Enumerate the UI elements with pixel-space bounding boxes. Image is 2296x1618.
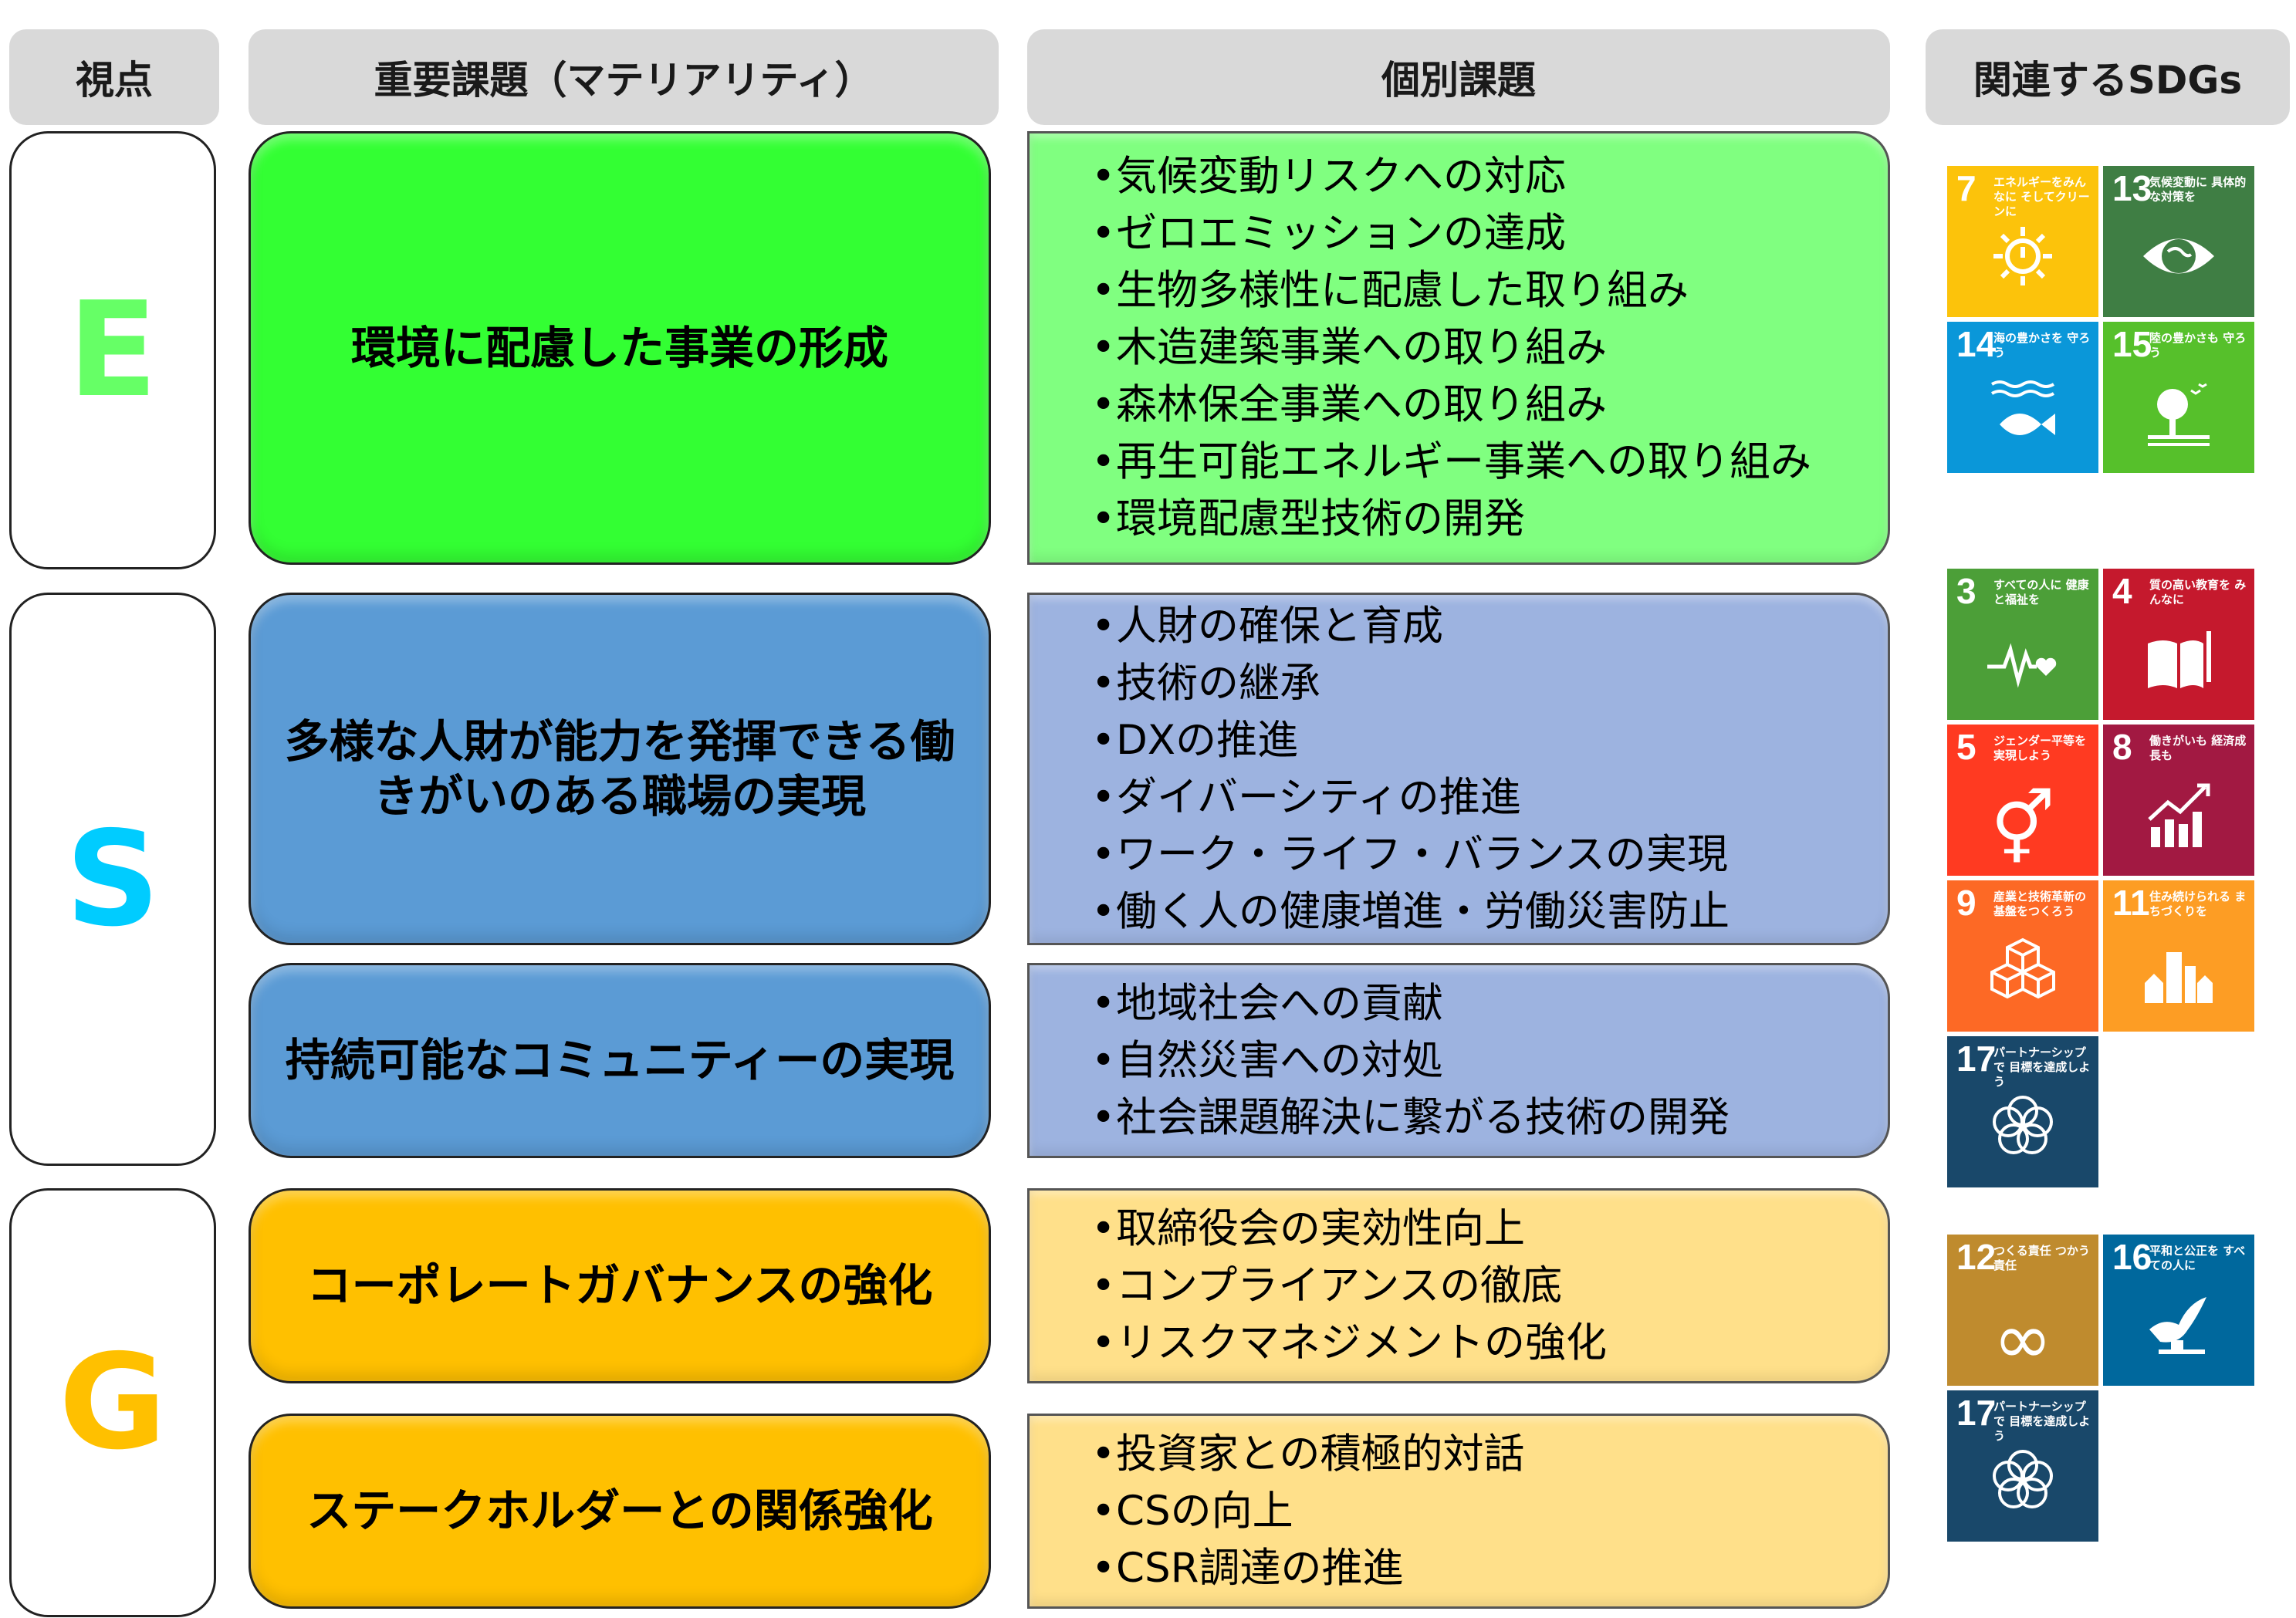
list-item: ダイバーシティの推進 [1091,769,1730,826]
sdg-caption: 平和と公正を すべての人に [2149,1244,2246,1272]
sdg-caption: ジェンダー平等を 実現しよう [1993,734,2087,762]
issues-stakeholder: 投資家との積極的対話 CSの向上 CSR調達の推進 [1027,1414,1890,1609]
list-item: コンプライアンスの徹底 [1091,1258,1607,1315]
sdg-caption: 陸の豊かさも 守ろう [2149,331,2247,360]
sdg-caption: つくる責任 つかう責任 [1993,1244,2090,1272]
sdg-5-tile: 5 ジェンダー平等を 実現しよう ⚥ [1947,725,2098,876]
list-item: 投資家との積極的対話 [1091,1426,1524,1483]
city-icon [2103,932,2254,1021]
list-item: 再生可能エネルギー事業への取り組み [1091,434,1811,491]
list-item: 気候変動リスクへの対応 [1091,148,1811,205]
sun-power-icon [1947,218,2098,306]
sdg-number: 5 [1956,727,1976,767]
list-item: CSR調達の推進 [1091,1540,1524,1597]
list-item: 環境配慮型技術の開発 [1091,491,1811,548]
flower-rings-icon [1947,1442,2098,1531]
sdg-14-tile: 14 海の豊かさを 守ろう [1947,322,2098,473]
issues-community: 地域社会への貢献 自然災害への対処 社会課題解決に繋がる技術の開発 [1027,963,1890,1158]
sdg-caption: 住み続けられる まちづくりを [2149,890,2247,918]
list-item: DXの推進 [1091,712,1730,769]
header-materiality: 重要課題（マテリアリティ） [249,29,999,125]
tree-icon [2103,373,2254,462]
sdg-15-tile: 15 陸の豊かさも 守ろう [2103,322,2254,473]
list-item: 技術の継承 [1091,655,1730,712]
header-viewpoint: 視点 [9,29,219,125]
header-issues: 個別課題 [1027,29,1890,125]
sdg-caption: 気候変動に 具体的な対策を [2149,175,2247,204]
issues-environment: 気候変動リスクへの対応 ゼロエミッションの達成 生物多様性に配慮した取り組み 木… [1027,131,1890,565]
sdg-caption: 働きがいも 経済成長も [2149,734,2247,762]
sdg-11-tile: 11 住み続けられる まちづくりを [2103,880,2254,1032]
list-item: 人財の確保と育成 [1091,598,1730,655]
sdg-7-tile: 7 エネルギーをみんなに そしてクリーンに [1947,166,2098,317]
issues-governance: 取締役会の実効性向上 コンプライアンスの徹底 リスクマネジメントの強化 [1027,1188,1890,1383]
list-item: ゼロエミッションの達成 [1091,205,1811,262]
sdg-caption: すべての人に 健康と福祉を [1993,578,2089,606]
viewpoint-s: S [9,593,216,1166]
sdg-number: 12 [1956,1237,1997,1277]
list-item: 社会課題解決に繋がる技術の開発 [1091,1089,1730,1147]
dove-icon [2103,1286,2254,1375]
sdg-17-tile: 17 パートナーシップで 目標を達成しよう [1947,1390,2098,1542]
materiality-community: 持続可能なコミュニティーの実現 [249,963,991,1158]
sdg-caption: 海の豊かさを 守ろう [1993,331,2091,360]
list-item: CSの向上 [1091,1483,1524,1540]
infinity-icon: ∞ [1993,1298,2053,1380]
sdg-12-tile: 12 つくる責任 つかう責任 ∞ [1947,1235,2098,1386]
sdg-3-tile: 3 すべての人に 健康と福祉を [1947,569,2098,720]
book-icon [2103,620,2254,709]
sdg-number: 16 [2112,1237,2152,1277]
heartbeat-icon [1947,620,2098,709]
flower-rings-icon [1947,1088,2098,1177]
sdg-number: 7 [1956,168,1976,208]
sdg-4-tile: 4 質の高い教育を みんなに [2103,569,2254,720]
header-sdgs: 関連するSDGs [1926,29,2290,125]
sdg-number: 3 [1956,571,1976,611]
sdg-13-tile: 13 気候変動に 具体的な対策を [2103,166,2254,317]
sdg-number: 4 [2112,571,2132,611]
gender-icon: ⚥ [1990,788,2055,870]
sdg-caption: 産業と技術革新の 基盤をつくろう [1993,890,2087,918]
fish-icon [1947,373,2098,462]
list-item: 木造建築事業への取り組み [1091,319,1811,377]
eye-globe-icon [2103,218,2254,306]
sdg-number: 9 [1956,883,1976,923]
sdg-number: 13 [2112,168,2152,208]
sdg-number: 15 [2112,324,2152,364]
sdg-caption: 質の高い教育を みんなに [2149,578,2247,606]
materiality-workplace: 多様な人財が能力を発揮できる働きがいのある職場の実現 [249,593,991,945]
materiality-stakeholder: ステークホルダーとの関係強化 [249,1414,991,1609]
cubes-icon [1947,932,2098,1021]
list-item: 自然災害への対処 [1091,1032,1730,1089]
sdg-number: 14 [1956,324,1997,364]
materiality-environment: 環境に配慮した事業の形成 [249,131,991,565]
sdg-16-tile: 16 平和と公正を すべての人に [2103,1235,2254,1386]
issues-workplace: 人財の確保と育成 技術の継承 DXの推進 ダイバーシティの推進 ワーク・ライフ・… [1027,593,1890,945]
sdg-number: 17 [1956,1393,1997,1433]
viewpoint-e: E [9,131,216,569]
sdg-9-tile: 9 産業と技術革新の 基盤をつくろう [1947,880,2098,1032]
sdg-17-tile: 17 パートナーシップで 目標を達成しよう [1947,1036,2098,1187]
sdg-caption: パートナーシップで 目標を達成しよう [1993,1400,2091,1443]
viewpoint-g: G [9,1188,216,1617]
sdg-caption: パートナーシップで 目標を達成しよう [1993,1045,2091,1089]
list-item: 地域社会への貢献 [1091,975,1730,1032]
sdg-number: 11 [2112,883,2150,923]
list-item: 森林保全事業への取り組み [1091,377,1811,434]
sdg-number: 17 [1956,1039,1997,1079]
list-item: 働く人の健康増進・労働災害防止 [1091,883,1730,941]
sdg-8-tile: 8 働きがいも 経済成長も [2103,725,2254,876]
sdg-number: 8 [2112,727,2132,767]
list-item: リスクマネジメントの強化 [1091,1315,1607,1372]
growth-chart-icon [2103,776,2254,865]
list-item: ワーク・ライフ・バランスの実現 [1091,826,1730,883]
materiality-governance: コーポレートガバナンスの強化 [249,1188,991,1383]
list-item: 取締役会の実効性向上 [1091,1201,1607,1258]
sdg-caption: エネルギーをみんなに そしてクリーンに [1993,175,2090,218]
list-item: 生物多様性に配慮した取り組み [1091,262,1811,319]
